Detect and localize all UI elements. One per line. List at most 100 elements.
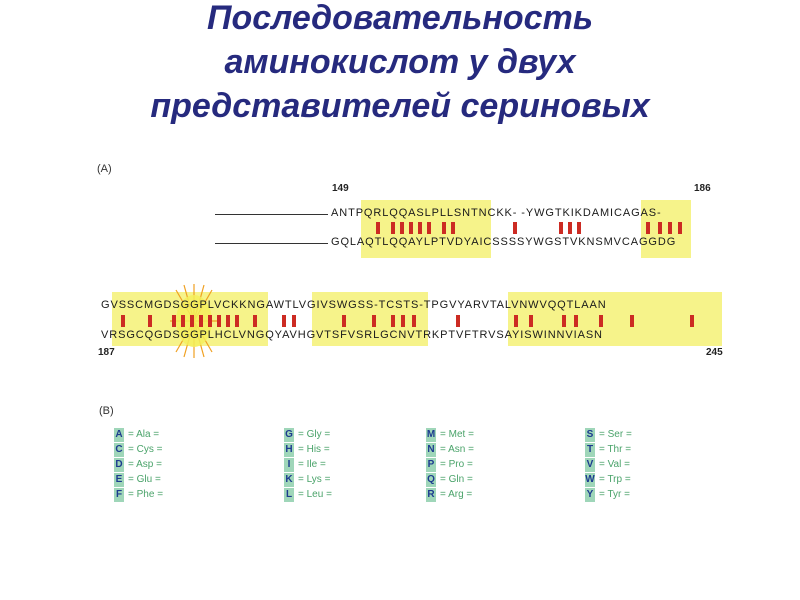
- identity-bar: [148, 315, 152, 327]
- identity-bar: [562, 315, 566, 327]
- sequence-row1-bottom: GQLAQTLQQAYLPTVDYAICSSSSYWGSTVKNSMVCAGGD…: [331, 236, 677, 248]
- panel-a-label: (A): [97, 163, 112, 175]
- code-entry: D = Asp =: [114, 458, 162, 472]
- panel-b-label: (B): [99, 405, 114, 417]
- code-name: = Lys =: [298, 474, 331, 485]
- code-name: = Ala =: [128, 429, 160, 440]
- code-entry: N = Asn =: [426, 443, 474, 457]
- code-name: = Tyr =: [599, 489, 630, 500]
- identity-bar: [559, 222, 563, 234]
- code-entry: G = Gly =: [284, 428, 330, 442]
- identity-bar: [199, 315, 203, 327]
- position-187: 187: [98, 347, 115, 358]
- identity-bar: [513, 222, 517, 234]
- identity-bar: [391, 315, 395, 327]
- identity-bar: [253, 315, 257, 327]
- identity-bar: [451, 222, 455, 234]
- identity-bar: [226, 315, 230, 327]
- identity-bar: [217, 315, 221, 327]
- sequence-row2-bottom: VRSGCQGDSGGPLHCLVNGQYAVHGVTSFVSRLGCNVTRK…: [101, 329, 603, 341]
- code-entry: H = His =: [284, 443, 330, 457]
- position-245: 245: [706, 347, 723, 358]
- code-letter: R: [426, 488, 436, 502]
- conserved-block-1: [361, 200, 491, 258]
- identity-bar: [282, 315, 286, 327]
- code-letter: H: [284, 443, 294, 457]
- code-entry: R = Arg =: [426, 488, 472, 502]
- title-line-3: представителей сериновых: [150, 87, 650, 125]
- code-name: = Pro =: [440, 459, 473, 470]
- gap-line-top: [215, 214, 328, 215]
- code-letter: L: [284, 488, 294, 502]
- slide-title: Последовательность аминокислот у двух пр…: [0, 0, 800, 128]
- code-name: = Glu =: [128, 474, 161, 485]
- code-name: = Phe =: [128, 489, 164, 500]
- code-letter: D: [114, 458, 124, 472]
- code-letter: S: [585, 428, 595, 442]
- code-name: = Cys =: [128, 444, 163, 455]
- identity-bar: [372, 315, 376, 327]
- identity-bar: [391, 222, 395, 234]
- title-line-2: аминокислот у двух: [224, 43, 576, 81]
- code-entry: Y = Tyr =: [585, 488, 630, 502]
- identity-bar: [646, 222, 650, 234]
- identity-bar: [376, 222, 380, 234]
- identity-bar: [514, 315, 518, 327]
- code-entry: S= Ser =: [585, 428, 632, 442]
- code-entry: F= Phe =: [114, 488, 163, 502]
- active-site-star-icon: [170, 284, 218, 358]
- code-letter: C: [114, 443, 124, 457]
- identity-bar: [418, 222, 422, 234]
- conserved-block-5: [508, 292, 722, 346]
- identity-bar: [190, 315, 194, 327]
- sequence-row2-top: GVSSCMGDSGGPLVCKKNGAWTLVGIVSWGSS-TCSTS-T…: [101, 299, 607, 311]
- identity-bar: [568, 222, 572, 234]
- code-letter: P: [426, 458, 436, 472]
- code-letter: W: [585, 473, 595, 487]
- identity-bar: [181, 315, 185, 327]
- identity-bar: [409, 222, 413, 234]
- identity-bar: [456, 315, 460, 327]
- code-entry: E = Glu =: [114, 473, 161, 487]
- conserved-block-4: [312, 292, 428, 346]
- identity-bar: [630, 315, 634, 327]
- code-entry: V= Val =: [585, 458, 630, 472]
- identity-bar: [574, 315, 578, 327]
- identity-bar: [401, 315, 405, 327]
- identity-bar: [658, 222, 662, 234]
- identity-bar: [529, 315, 533, 327]
- code-letter: N: [426, 443, 436, 457]
- identity-bar: [235, 315, 239, 327]
- code-name: = Ile =: [298, 459, 326, 470]
- identity-bar: [668, 222, 672, 234]
- identity-bar: [442, 222, 446, 234]
- code-letter: E: [114, 473, 124, 487]
- title-line-1: Последовательность: [206, 0, 594, 37]
- code-entry: L = Leu =: [284, 488, 332, 502]
- code-name: = Asp =: [128, 459, 162, 470]
- identity-bar: [172, 315, 176, 327]
- gap-line-bottom: [215, 243, 328, 244]
- code-letter: I: [284, 458, 294, 472]
- code-entry: K= Lys =: [284, 473, 330, 487]
- code-entry: W= Trp =: [585, 473, 631, 487]
- code-name: = Arg =: [440, 489, 473, 500]
- code-letter: V: [585, 458, 595, 472]
- code-entry: I = Ile =: [284, 458, 326, 472]
- sequence-row1-top: ANTPQRLQQASLPLLSNTNCKK- -YWGTKIKDAMICAGA…: [331, 207, 662, 219]
- identity-bar: [342, 315, 346, 327]
- identity-bar: [427, 222, 431, 234]
- code-name: = His =: [298, 444, 330, 455]
- identity-bar: [577, 222, 581, 234]
- identity-bar: [412, 315, 416, 327]
- position-186: 186: [694, 183, 711, 194]
- code-entry: A= Ala =: [114, 428, 159, 442]
- identity-bar: [690, 315, 694, 327]
- code-entry: Q= Gln =: [426, 473, 473, 487]
- code-letter: G: [284, 428, 294, 442]
- code-name: = Asn =: [440, 444, 474, 455]
- identity-bar: [599, 315, 603, 327]
- code-name: = Gly =: [298, 429, 331, 440]
- code-name: = Leu =: [298, 489, 332, 500]
- code-letter: Y: [585, 488, 595, 502]
